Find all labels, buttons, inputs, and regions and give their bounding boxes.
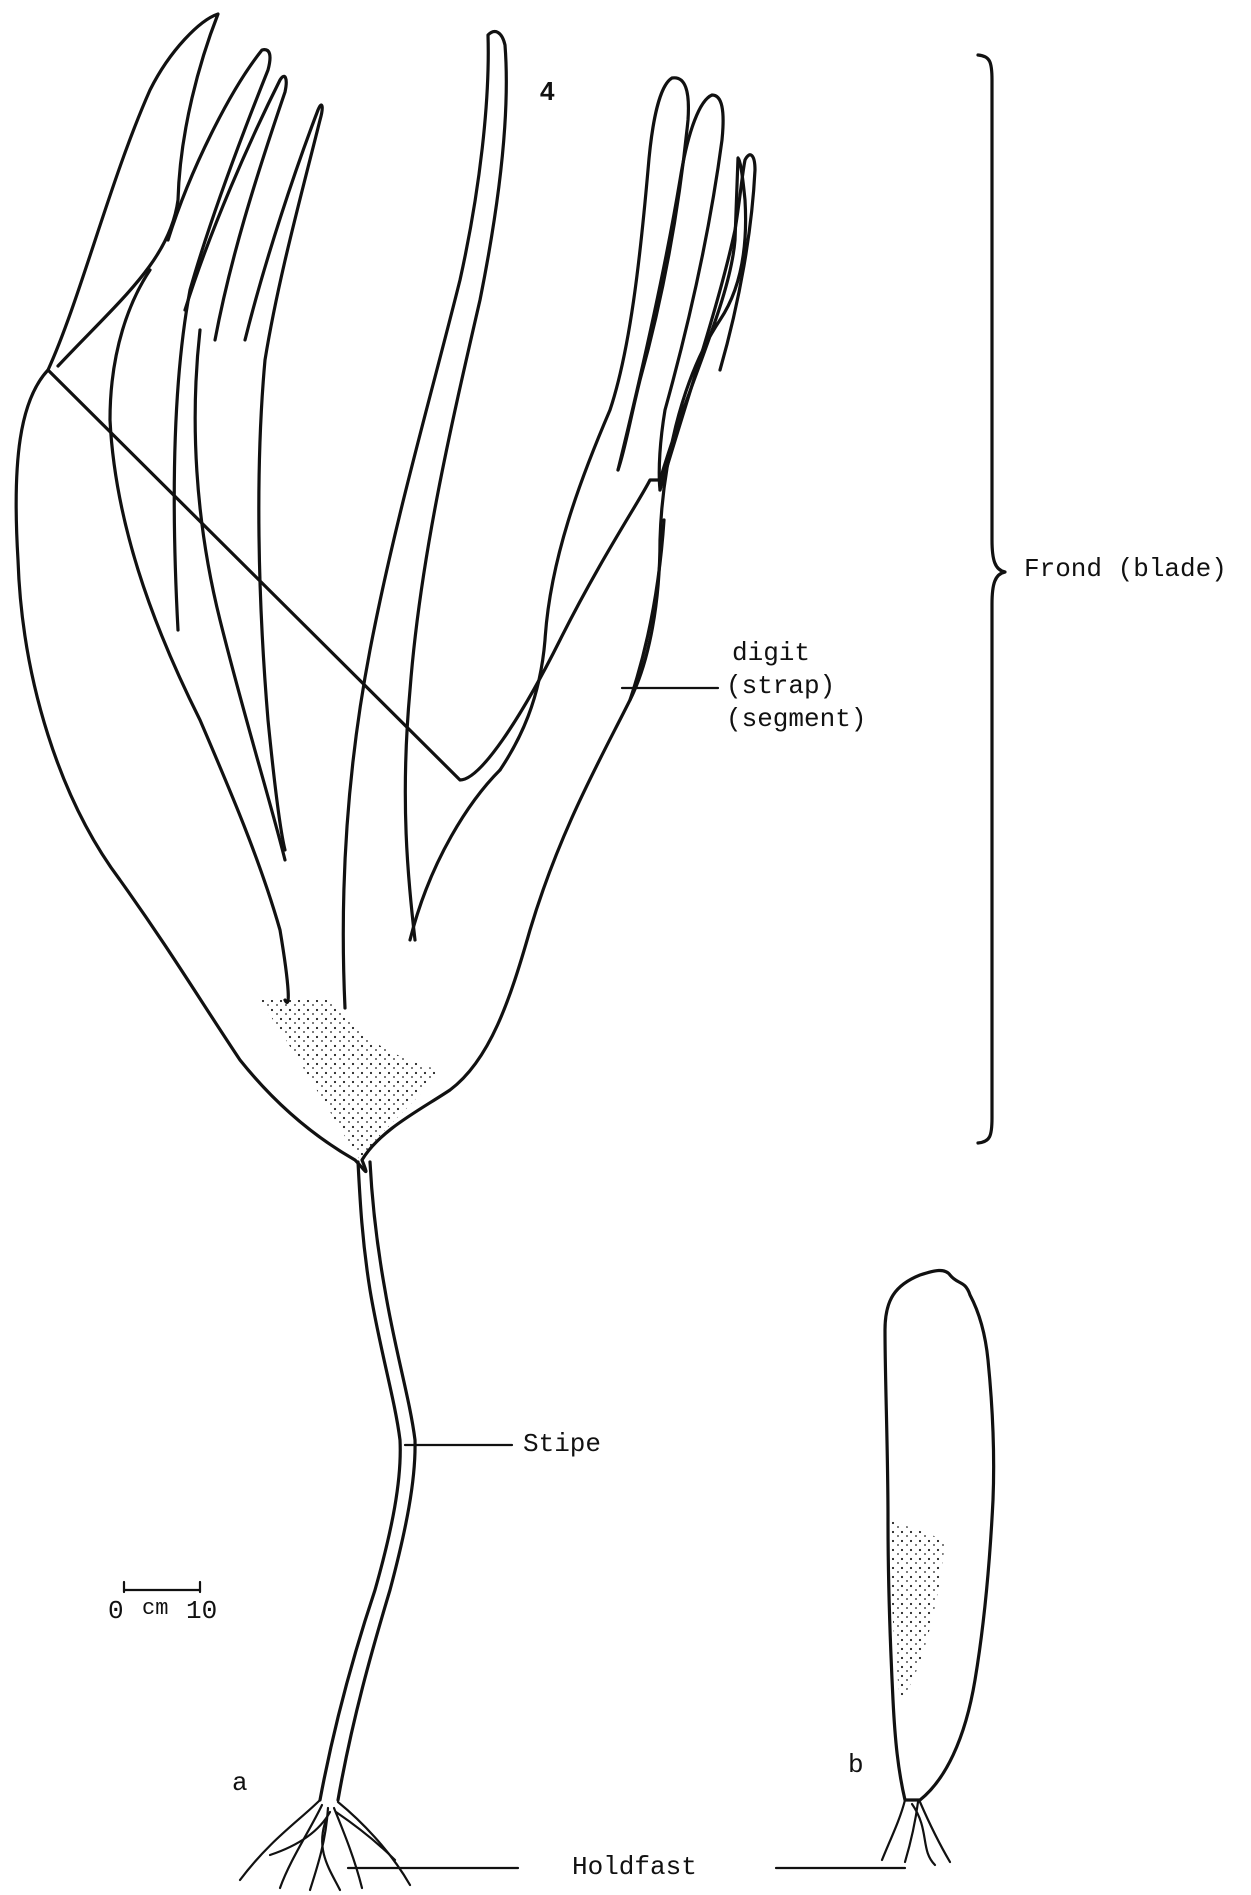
specimen-b-label: b (848, 1750, 864, 1780)
specimen-b-shading (890, 1520, 945, 1700)
digit (185, 76, 286, 340)
digit-label-line2: (strap) (726, 671, 835, 701)
specimen-a-holdfast (240, 1800, 410, 1890)
figure-number: 4 (540, 76, 555, 106)
specimen-b-holdfast (882, 1800, 905, 1860)
holdfast-label: Holdfast (572, 1852, 697, 1882)
specimen-a-frond (16, 14, 755, 1172)
frond-label: Frond (blade) (1024, 554, 1227, 584)
specimen-a-stipe (320, 1162, 415, 1800)
frond-bracket (978, 55, 1005, 1143)
digit (48, 14, 218, 370)
scale-bar-unit: cm (142, 1596, 168, 1621)
digit-label-line1: digit (732, 638, 810, 668)
digit-label-line3: (segment) (726, 704, 866, 734)
scale-bar: 0 cm 10 (108, 1582, 217, 1626)
specimen-a-label: a (232, 1768, 248, 1798)
scale-bar-end: 10 (186, 1596, 217, 1626)
specimen-b (882, 1270, 994, 1865)
scale-bar-start: 0 (108, 1596, 124, 1626)
holdfast-root (240, 1800, 320, 1880)
stipe-outline (338, 1162, 415, 1800)
stipe-label: Stipe (523, 1429, 601, 1459)
frond-outline (16, 158, 745, 1172)
stipe-outline (320, 1162, 400, 1800)
